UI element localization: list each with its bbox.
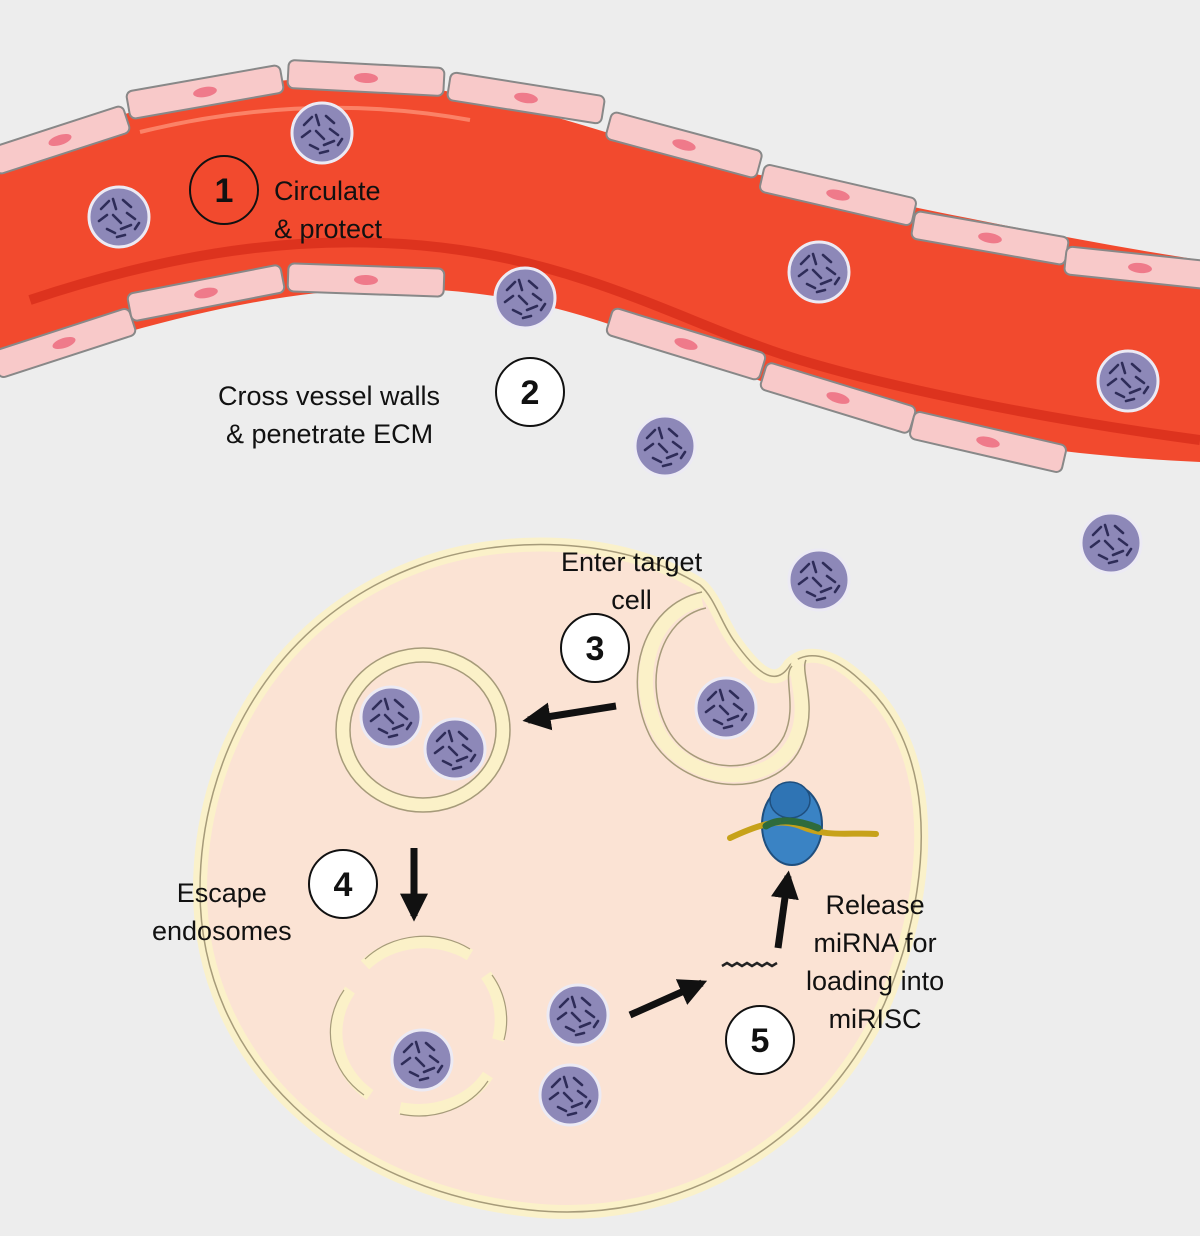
mirna-strand-icon — [721, 961, 778, 968]
nanoparticle-icon — [538, 1063, 602, 1127]
step-5-label-line: miRISC — [828, 1004, 922, 1034]
step-5-marker: 5 — [725, 1005, 795, 1075]
step-2-label-line: & penetrate ECM — [226, 419, 434, 449]
step-4-label: Escape endosomes — [152, 874, 292, 950]
blood-vessel — [0, 59, 1200, 473]
arrows — [400, 702, 799, 1019]
nanoparticle-icon — [290, 101, 354, 165]
step-2-label: Cross vessel walls & penetrate ECM — [218, 377, 440, 453]
step-4-label-line: endosomes — [152, 916, 292, 946]
endosome — [335, 647, 511, 813]
nanoparticle-icon — [493, 266, 557, 330]
step-3-label-line: Enter target — [561, 547, 703, 577]
invaginating-membrane — [639, 593, 809, 782]
nanoparticle-icon — [1096, 349, 1160, 413]
step-markers: 1 2 3 4 5 — [189, 155, 795, 1075]
nanoparticle-icon — [423, 717, 487, 781]
step-1-label: Circulate & protect — [274, 172, 382, 248]
step-2-number: 2 — [521, 374, 540, 412]
step-1-label-line: Circulate — [274, 176, 381, 206]
step-5-label: Release miRNA for loading into miRISC — [806, 886, 944, 1038]
blood-lumen-shadow — [28, 237, 1200, 445]
nanoparticle-icon — [633, 414, 697, 478]
arrow-icon — [771, 870, 799, 949]
step-3-marker: 3 — [560, 613, 630, 683]
upper-vessel-wall — [0, 59, 1200, 291]
risc-complex-icon — [727, 781, 879, 866]
step-3-label-line: cell — [611, 585, 652, 615]
step-5-number: 5 — [751, 1022, 770, 1060]
nanoparticle-icon — [787, 240, 851, 304]
nanoparticle-icon — [87, 185, 151, 249]
arrow-icon — [628, 979, 708, 1019]
step-3-number: 3 — [586, 630, 605, 668]
nanoparticle-icon — [390, 1028, 454, 1092]
step-5-label-line: Release — [825, 890, 925, 920]
ruptured-endosome — [329, 935, 508, 1117]
step-5-label-line: miRNA for — [813, 928, 937, 958]
nanoparticle-icon — [787, 548, 851, 612]
step-4-number: 4 — [334, 866, 353, 904]
step-4-marker: 4 — [308, 849, 378, 919]
step-3-label: Enter target cell — [561, 543, 702, 619]
arrow-icon — [522, 702, 617, 731]
step-5-label-line: loading into — [806, 966, 945, 996]
blood-lumen — [0, 78, 1200, 463]
step-2-label-line: Cross vessel walls — [218, 381, 441, 411]
step-1-label-line: & protect — [274, 214, 383, 244]
lower-vessel-wall — [0, 262, 1067, 473]
nanoparticle-icon — [694, 676, 758, 740]
nanoparticle-icon — [546, 983, 610, 1047]
nanoparticle-icon — [1079, 511, 1143, 575]
step-2-marker: 2 — [495, 357, 565, 427]
step-1-number: 1 — [215, 172, 234, 210]
step-4-label-line: Escape — [176, 878, 267, 908]
nanoparticle-icon — [359, 685, 423, 749]
step-1-marker: 1 — [189, 155, 259, 225]
